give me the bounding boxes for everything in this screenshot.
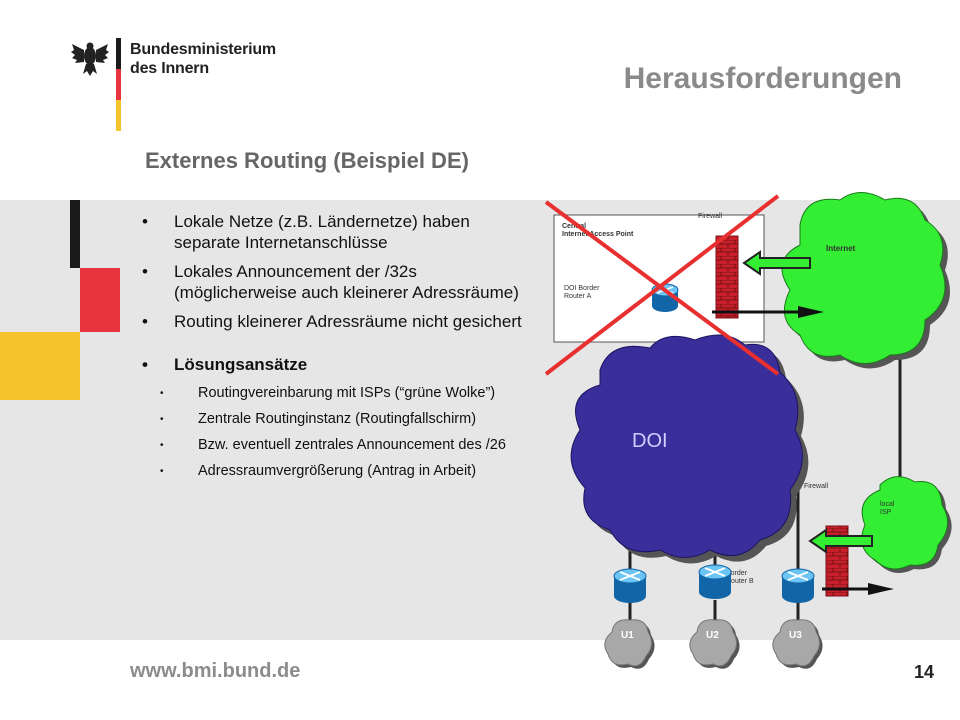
bullet-item: Lokales Announcement der /32s (möglicher…: [138, 261, 538, 303]
u3-label: U3: [789, 630, 802, 641]
firewall-right-label: Firewall: [804, 483, 829, 490]
logo-line-1: Bundesministerium: [130, 41, 276, 58]
arrow-outbound-top: [712, 306, 824, 318]
solution-heading: Lösungsansätze: [138, 354, 538, 375]
sub-bullet-item: Routingvereinbarung mit ISPs (“grüne Wol…: [138, 383, 538, 404]
router-u3-icon: [781, 568, 815, 603]
arrow-inbound-bottom: [808, 528, 873, 554]
border-b-label-2: Router B: [726, 578, 754, 585]
page-number: 14: [914, 662, 935, 682]
local-isp-label-2: ISP: [880, 509, 892, 516]
flag-gold-block: [0, 332, 80, 400]
border-a-label-2: Router A: [564, 293, 592, 300]
firewall-top-wall: [715, 235, 739, 319]
flag-black-block: [70, 200, 80, 268]
arrow-outbound-bottom: [822, 583, 894, 595]
page-title: Herausforderungen: [623, 62, 902, 95]
central-label-2: Internet Access Point: [562, 231, 634, 238]
flag-red-block: [80, 268, 120, 332]
local-isp-cloud-icon: [861, 476, 952, 573]
arrow-inbound-top: [742, 250, 811, 276]
border-a-label-1: DOI Border: [564, 285, 600, 292]
local-isp-label-1: local: [880, 501, 895, 508]
slide-subtitle: Externes Routing (Beispiel DE): [145, 148, 469, 173]
internet-label: Internet: [826, 244, 856, 253]
sub-bullet-item: Zentrale Routinginstanz (Routingfallschi…: [138, 409, 538, 430]
cloud-u1-icon: [604, 619, 655, 669]
doi-cloud-icon: [570, 334, 809, 564]
footer-url: www.bmi.bund.de: [130, 660, 301, 682]
firewall-top-label: Firewall: [698, 213, 723, 220]
central-label-1: Central: [562, 223, 586, 230]
bullet-item: Lokale Netze (z.B. Ländernetze) haben se…: [138, 211, 538, 253]
cross-out-icon: [544, 194, 780, 376]
router-u2-icon: [698, 564, 732, 599]
ministry-logo-text: Bundesministerium des Innern: [130, 40, 276, 78]
bullet-item: Routing kleinerer Adressräume nicht gesi…: [138, 311, 538, 332]
u1-label: U1: [621, 630, 634, 641]
u2-label: U2: [706, 630, 719, 641]
sub-bullet-item: Bzw. eventuell zentrales Announcement de…: [138, 435, 538, 456]
cloud-u3-icon: [772, 619, 823, 669]
bullet-list: Lokale Netze (z.B. Ländernetze) haben se…: [138, 211, 538, 487]
cloud-u2-icon: [689, 619, 740, 669]
logo-line-2: des Innern: [130, 60, 209, 77]
internet-cloud-icon: [781, 192, 950, 369]
doi-label: DOI: [632, 430, 668, 452]
flag-stripe: [116, 38, 121, 131]
router-u1-icon: [613, 568, 647, 603]
border-b-label-1: Border: [726, 570, 748, 577]
sub-bullet-item: Adressraumvergrößerung (Antrag in Arbeit…: [138, 461, 538, 482]
eagle-logo-icon: [71, 42, 109, 76]
